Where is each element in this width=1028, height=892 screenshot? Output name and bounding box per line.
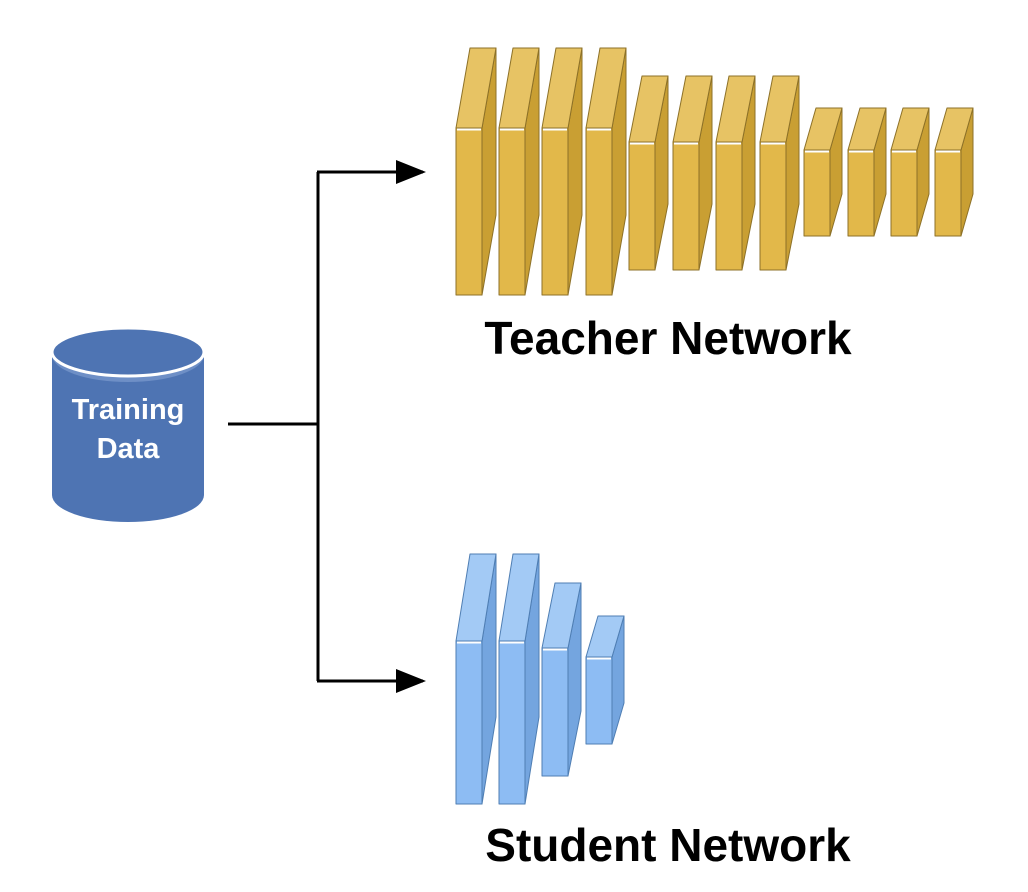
teacher-layer-9 [803,107,843,237]
teacher-layer-11 [890,107,930,237]
student-network-label: Student Network [485,819,851,871]
database-top [50,326,206,378]
connector [228,160,426,693]
database-body [52,355,204,522]
database-label-line1: Training [72,394,185,426]
teacher-layer-5 [628,75,669,271]
teacher-layer-6 [672,75,713,271]
student-network-layers [455,553,625,805]
teacher-network-label: Teacher Network [484,312,852,364]
teacher-layer-4 [585,47,627,296]
student-layer-1 [455,553,497,805]
student-layer-3 [541,582,582,777]
database-label-line2: Data [97,433,161,465]
teacher-layer-2 [498,47,540,296]
teacher-network-layers [455,47,974,296]
teacher-layer-10 [847,107,887,237]
teacher-layer-7 [715,75,756,271]
student-layer-4 [585,615,625,745]
teacher-layer-12 [934,107,974,237]
training-data-database: Training Data [50,326,206,522]
teacher-layer-8 [759,75,800,271]
teacher-layer-3 [541,47,583,296]
teacher-layer-1 [455,47,497,296]
student-layer-2 [498,553,540,805]
